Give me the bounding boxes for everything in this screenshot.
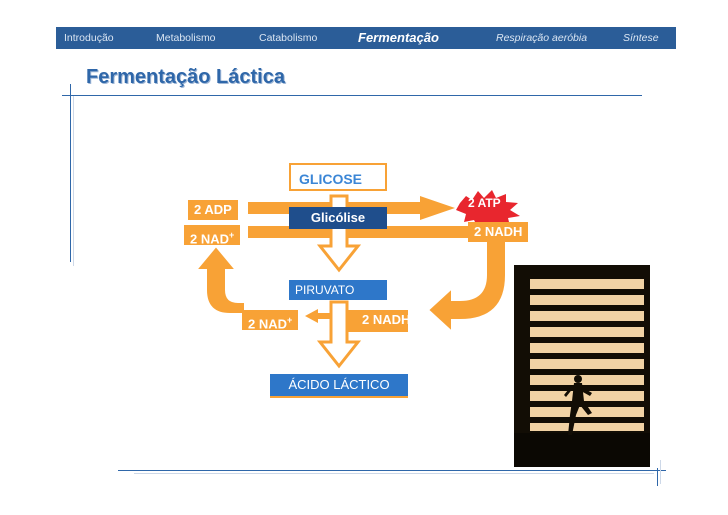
acido-lactico-box: ÁCIDO LÁCTICO	[270, 374, 408, 398]
runner-photo-art	[514, 265, 650, 467]
footer-rule	[118, 470, 666, 471]
piruvato-down-arrow	[316, 300, 362, 369]
nadh-bottom-bar	[348, 310, 408, 332]
nad-out-sup: +	[287, 315, 293, 325]
tab-introducao[interactable]: Introdução	[64, 32, 114, 44]
nadh-curve-arrow	[426, 239, 507, 335]
nadh-bottom-text: 2 NADH	[362, 312, 411, 327]
right-vertical-rule	[657, 468, 658, 486]
nad-in-label: 2 NAD+	[184, 225, 241, 247]
nad-out-arrow	[305, 309, 338, 323]
adp-label: 2 ADP	[188, 200, 238, 220]
nadh-top-text: 2 NADH	[474, 224, 523, 239]
nadh-top-label: 2 NADH	[468, 222, 529, 242]
atp-text: 2 ATP	[468, 196, 501, 210]
right-vertical-rule-2	[660, 460, 661, 484]
runner-photo	[514, 265, 650, 467]
piruvato-text: PIRUVATO	[295, 283, 355, 297]
nad-return-arrow	[193, 244, 246, 315]
acido-lactico-text: ÁCIDO LÁCTICO	[288, 377, 390, 392]
left-vertical-rule	[70, 84, 71, 262]
tab-fermentacao[interactable]: Fermentação	[358, 30, 439, 45]
left-vertical-rule-2	[73, 96, 74, 266]
tab-respiracao-aerobia[interactable]: Respiração aeróbia	[496, 32, 588, 44]
atp-label: 2 ATP	[468, 196, 501, 210]
atp-burst	[456, 190, 520, 230]
top-navigation-bar: Introdução Metabolismo Catabolismo Ferme…	[56, 27, 676, 49]
nadh-bottom-label: 2 NADH	[362, 312, 410, 327]
tab-metabolismo[interactable]: Metabolismo	[156, 32, 216, 44]
glicolise-box: Glicólise	[289, 207, 387, 229]
title-underline	[62, 95, 642, 96]
footer-rule-light	[134, 473, 654, 474]
nad-arrow-bar	[248, 226, 472, 238]
glicose-box: GLICOSE	[289, 163, 387, 191]
adp-text: 2 ADP	[194, 202, 232, 217]
nad-out-label: 2 NAD+	[242, 310, 299, 332]
glicolise-label: Glicólise	[310, 210, 366, 225]
slide-title: Fermentação Láctica	[86, 66, 285, 88]
tab-catabolismo[interactable]: Catabolismo	[259, 32, 318, 44]
nad-in-text: 2 NAD	[190, 231, 230, 247]
nad-in-sup: +	[229, 230, 235, 240]
tab-sintese[interactable]: Síntese	[623, 32, 659, 44]
piruvato-box: PIRUVATO	[289, 280, 387, 300]
nad-out-text: 2 NAD	[248, 316, 288, 332]
glicose-down-arrow	[316, 194, 362, 273]
glicose-label: GLICOSE	[299, 171, 363, 187]
